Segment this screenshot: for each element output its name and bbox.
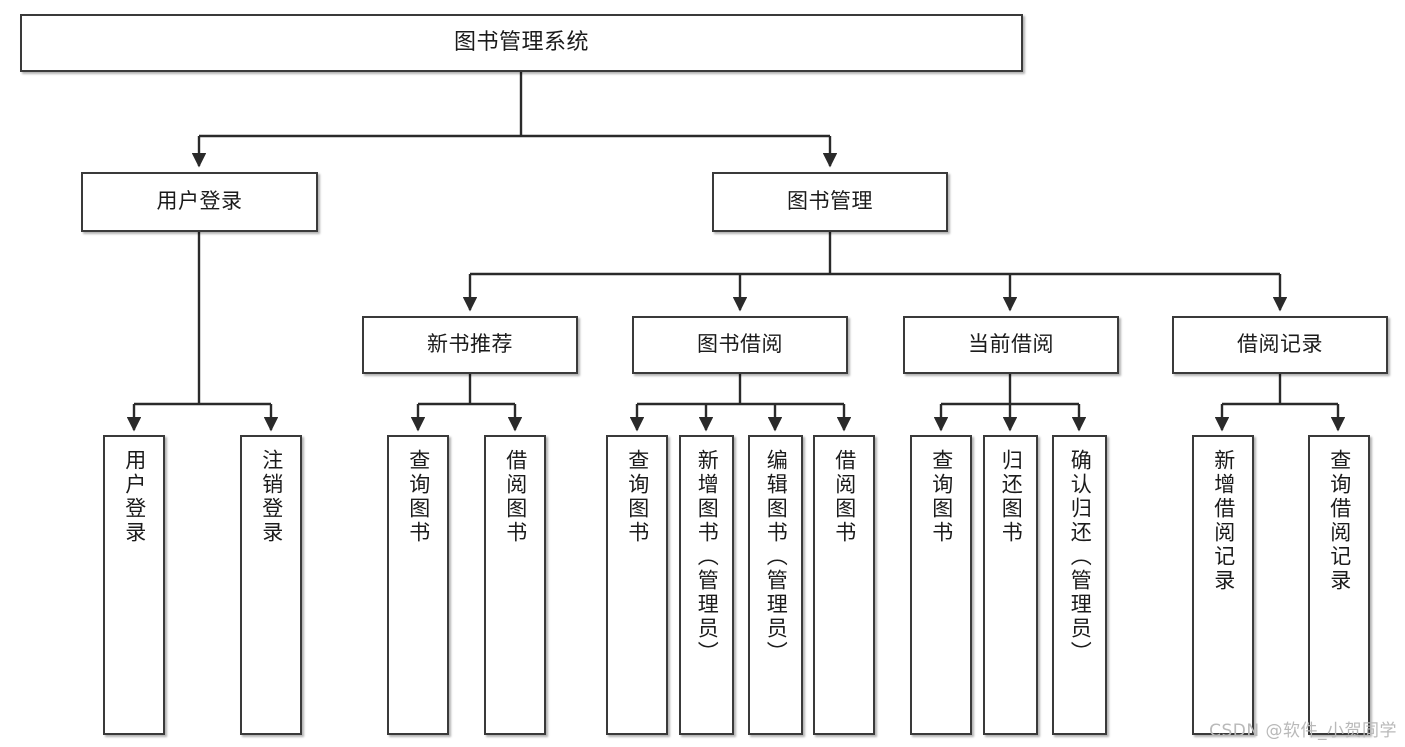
node-label: 用户登录 <box>156 189 243 214</box>
node-leaf-current-borrow-confirm-return[interactable]: 确认归还（管理员） <box>1052 435 1107 735</box>
node-label: 查询图书 <box>406 449 431 545</box>
node-leaf-user-login-login[interactable]: 用户登录 <box>103 435 165 735</box>
csdn-watermark: CSDN @软件_小贺同学 <box>1209 721 1397 741</box>
node-label: 归还图书 <box>999 449 1024 545</box>
node-label: 图书管理系统 <box>453 29 589 55</box>
node-label: 确认归还（管理员） <box>1068 449 1093 665</box>
node-root-book-management-system[interactable]: 图书管理系统 <box>20 14 1023 72</box>
node-leaf-new-book-borrow[interactable]: 借阅图书 <box>484 435 546 735</box>
node-label: 注销登录 <box>259 449 284 545</box>
node-leaf-borrow-record-add[interactable]: 新增借阅记录 <box>1192 435 1254 735</box>
node-label: 查询图书 <box>929 449 954 545</box>
node-leaf-current-borrow-return[interactable]: 归还图书 <box>983 435 1038 735</box>
node-new-book-recommend[interactable]: 新书推荐 <box>362 316 578 374</box>
node-leaf-book-borrow-query[interactable]: 查询图书 <box>606 435 668 735</box>
node-label: 借阅图书 <box>832 449 857 545</box>
node-label: 当前借阅 <box>968 332 1054 357</box>
node-label: 图书管理 <box>787 189 873 214</box>
node-leaf-borrow-record-query[interactable]: 查询借阅记录 <box>1308 435 1370 735</box>
node-book-management[interactable]: 图书管理 <box>712 172 948 232</box>
node-label: 借阅记录 <box>1237 332 1323 357</box>
node-leaf-book-borrow-edit[interactable]: 编辑图书（管理员） <box>748 435 803 735</box>
node-label: 新书推荐 <box>427 332 513 357</box>
node-label: 新增借阅记录 <box>1211 449 1236 593</box>
node-user-login[interactable]: 用户登录 <box>81 172 318 232</box>
node-book-borrow[interactable]: 图书借阅 <box>632 316 848 374</box>
node-leaf-book-borrow-borrow[interactable]: 借阅图书 <box>813 435 875 735</box>
node-leaf-current-borrow-query[interactable]: 查询图书 <box>910 435 972 735</box>
node-borrow-record[interactable]: 借阅记录 <box>1172 316 1388 374</box>
node-leaf-book-borrow-add[interactable]: 新增图书（管理员） <box>679 435 734 735</box>
node-label: 查询借阅记录 <box>1327 449 1352 593</box>
node-label: 用户登录 <box>122 449 147 545</box>
node-label: 图书借阅 <box>697 332 783 357</box>
node-current-borrow[interactable]: 当前借阅 <box>903 316 1119 374</box>
node-label: 新增图书（管理员） <box>695 449 720 665</box>
node-leaf-user-login-logout[interactable]: 注销登录 <box>240 435 302 735</box>
node-label: 查询图书 <box>625 449 650 545</box>
node-leaf-new-book-query[interactable]: 查询图书 <box>387 435 449 735</box>
node-label: 编辑图书（管理员） <box>764 449 789 665</box>
node-label: 借阅图书 <box>503 449 528 545</box>
